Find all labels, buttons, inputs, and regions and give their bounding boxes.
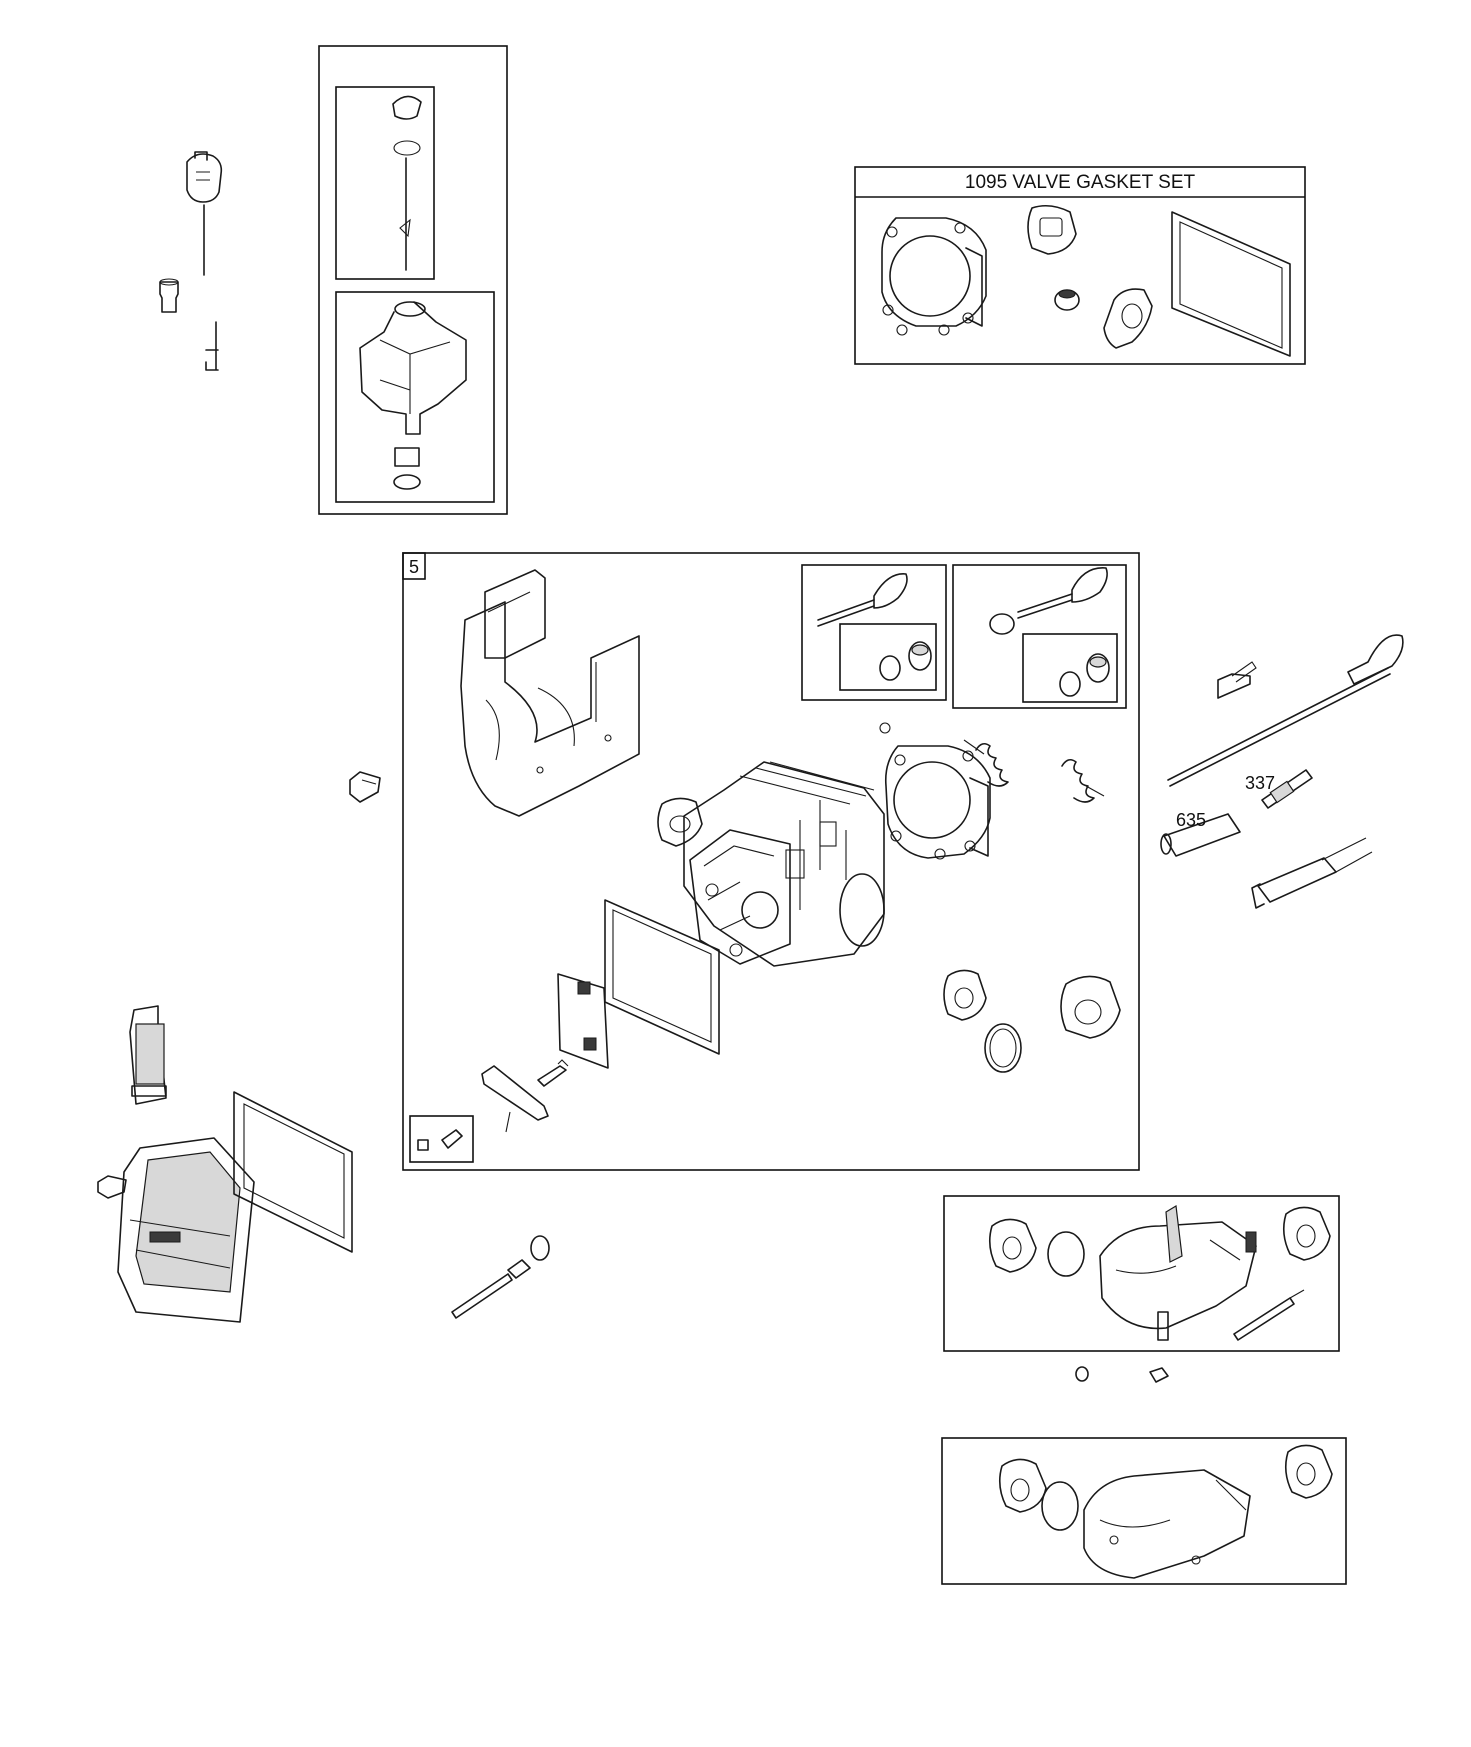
rocker-arm bbox=[481, 1065, 549, 1133]
intake-elbow-gasket bbox=[998, 1458, 1047, 1513]
dipstick-cap bbox=[392, 95, 422, 271]
intake-stud bbox=[1217, 661, 1257, 699]
intake-manifold-o-ring bbox=[1047, 1231, 1085, 1277]
frame-number-label: 5 bbox=[409, 557, 419, 577]
intake-manifold-bolt bbox=[1233, 1289, 1305, 1341]
spark-plug bbox=[1261, 769, 1313, 809]
dipstick-assembly bbox=[186, 151, 223, 276]
exhaust-gasket-kit bbox=[1103, 288, 1153, 349]
valve-spring-intake bbox=[1061, 758, 1105, 803]
intake-manifold-box bbox=[943, 1195, 1340, 1352]
cylinder-head bbox=[683, 761, 885, 967]
air-guide-shroud bbox=[460, 569, 640, 817]
intake-valve-rotator-box bbox=[1022, 633, 1118, 703]
exhaust-valve-box bbox=[801, 564, 947, 701]
rocker-cover-gasket bbox=[604, 899, 720, 1055]
intake-o-ring bbox=[984, 1023, 1022, 1073]
manifold-nut bbox=[1075, 1366, 1089, 1382]
valve-spring-exhaust bbox=[879, 722, 1009, 787]
head-gasket bbox=[884, 745, 991, 860]
exhaust-valve bbox=[817, 573, 908, 627]
intake-elbow bbox=[1083, 1469, 1251, 1579]
valve-loose bbox=[1347, 634, 1404, 685]
exhaust-valve-rotator-box bbox=[839, 623, 937, 691]
dipstick-clip bbox=[205, 321, 219, 371]
head-gasket-kit bbox=[881, 217, 987, 336]
valve-keepers-intake bbox=[1059, 653, 1110, 697]
intake-adapter-gasket bbox=[1060, 975, 1121, 1039]
head-bolt-left bbox=[349, 771, 381, 803]
dipstick-tube-box bbox=[318, 45, 508, 515]
plug-wire-boot bbox=[1160, 813, 1241, 857]
intake-gasket bbox=[657, 797, 703, 847]
intake-valve-box bbox=[952, 564, 1127, 709]
plug-wire-boot-callout: 635 bbox=[1176, 810, 1206, 830]
dipstick-tube-grommet bbox=[159, 278, 179, 313]
exhaust-gasket bbox=[943, 969, 987, 1021]
head-bolt-long bbox=[451, 1259, 531, 1319]
rocker-nut-screw bbox=[417, 1129, 463, 1151]
intake-manifold-stud bbox=[1157, 1311, 1169, 1341]
spark-plug-callout: 337 bbox=[1245, 773, 1275, 793]
rocker-cover-gasket-kit bbox=[1171, 211, 1291, 357]
head-bolt-washer bbox=[530, 1235, 550, 1261]
oil-fill-tube bbox=[359, 301, 467, 490]
valve-gasket-set-title: 1095 VALVE GASKET SET bbox=[965, 172, 1196, 193]
valve-seal-kit bbox=[1054, 289, 1080, 311]
sealant-tube bbox=[129, 1005, 167, 1105]
cylinder-head-frame bbox=[402, 552, 1140, 1171]
push-rod-guide-plate bbox=[557, 973, 609, 1069]
intake-manifold-gasket-right bbox=[1282, 1206, 1331, 1261]
push-rod bbox=[1167, 667, 1391, 787]
fill-tube-sub-box bbox=[335, 291, 495, 503]
intake-elbow-o-ring bbox=[1041, 1481, 1079, 1531]
valve-keepers-exhaust bbox=[879, 641, 932, 681]
rocker-stud bbox=[537, 1059, 569, 1087]
ignition-connector bbox=[1251, 837, 1373, 909]
intake-elbow-box bbox=[941, 1437, 1347, 1585]
rocker-cover-gasket-loose bbox=[233, 1091, 353, 1253]
intake-manifold-gasket bbox=[988, 1218, 1037, 1273]
rocker-cover bbox=[117, 1137, 255, 1323]
rocker-adjust-box bbox=[409, 1115, 474, 1163]
dipstick-sub-box bbox=[335, 86, 435, 280]
intake-gasket-kit bbox=[1027, 204, 1077, 255]
intake-elbow-gasket-right bbox=[1284, 1444, 1333, 1499]
valve-gasket-set-box bbox=[854, 166, 1306, 365]
rocker-cover-screw bbox=[97, 1175, 127, 1199]
intake-valve bbox=[989, 567, 1108, 635]
intake-manifold bbox=[1099, 1205, 1257, 1330]
manifold-clamp bbox=[1149, 1367, 1169, 1383]
